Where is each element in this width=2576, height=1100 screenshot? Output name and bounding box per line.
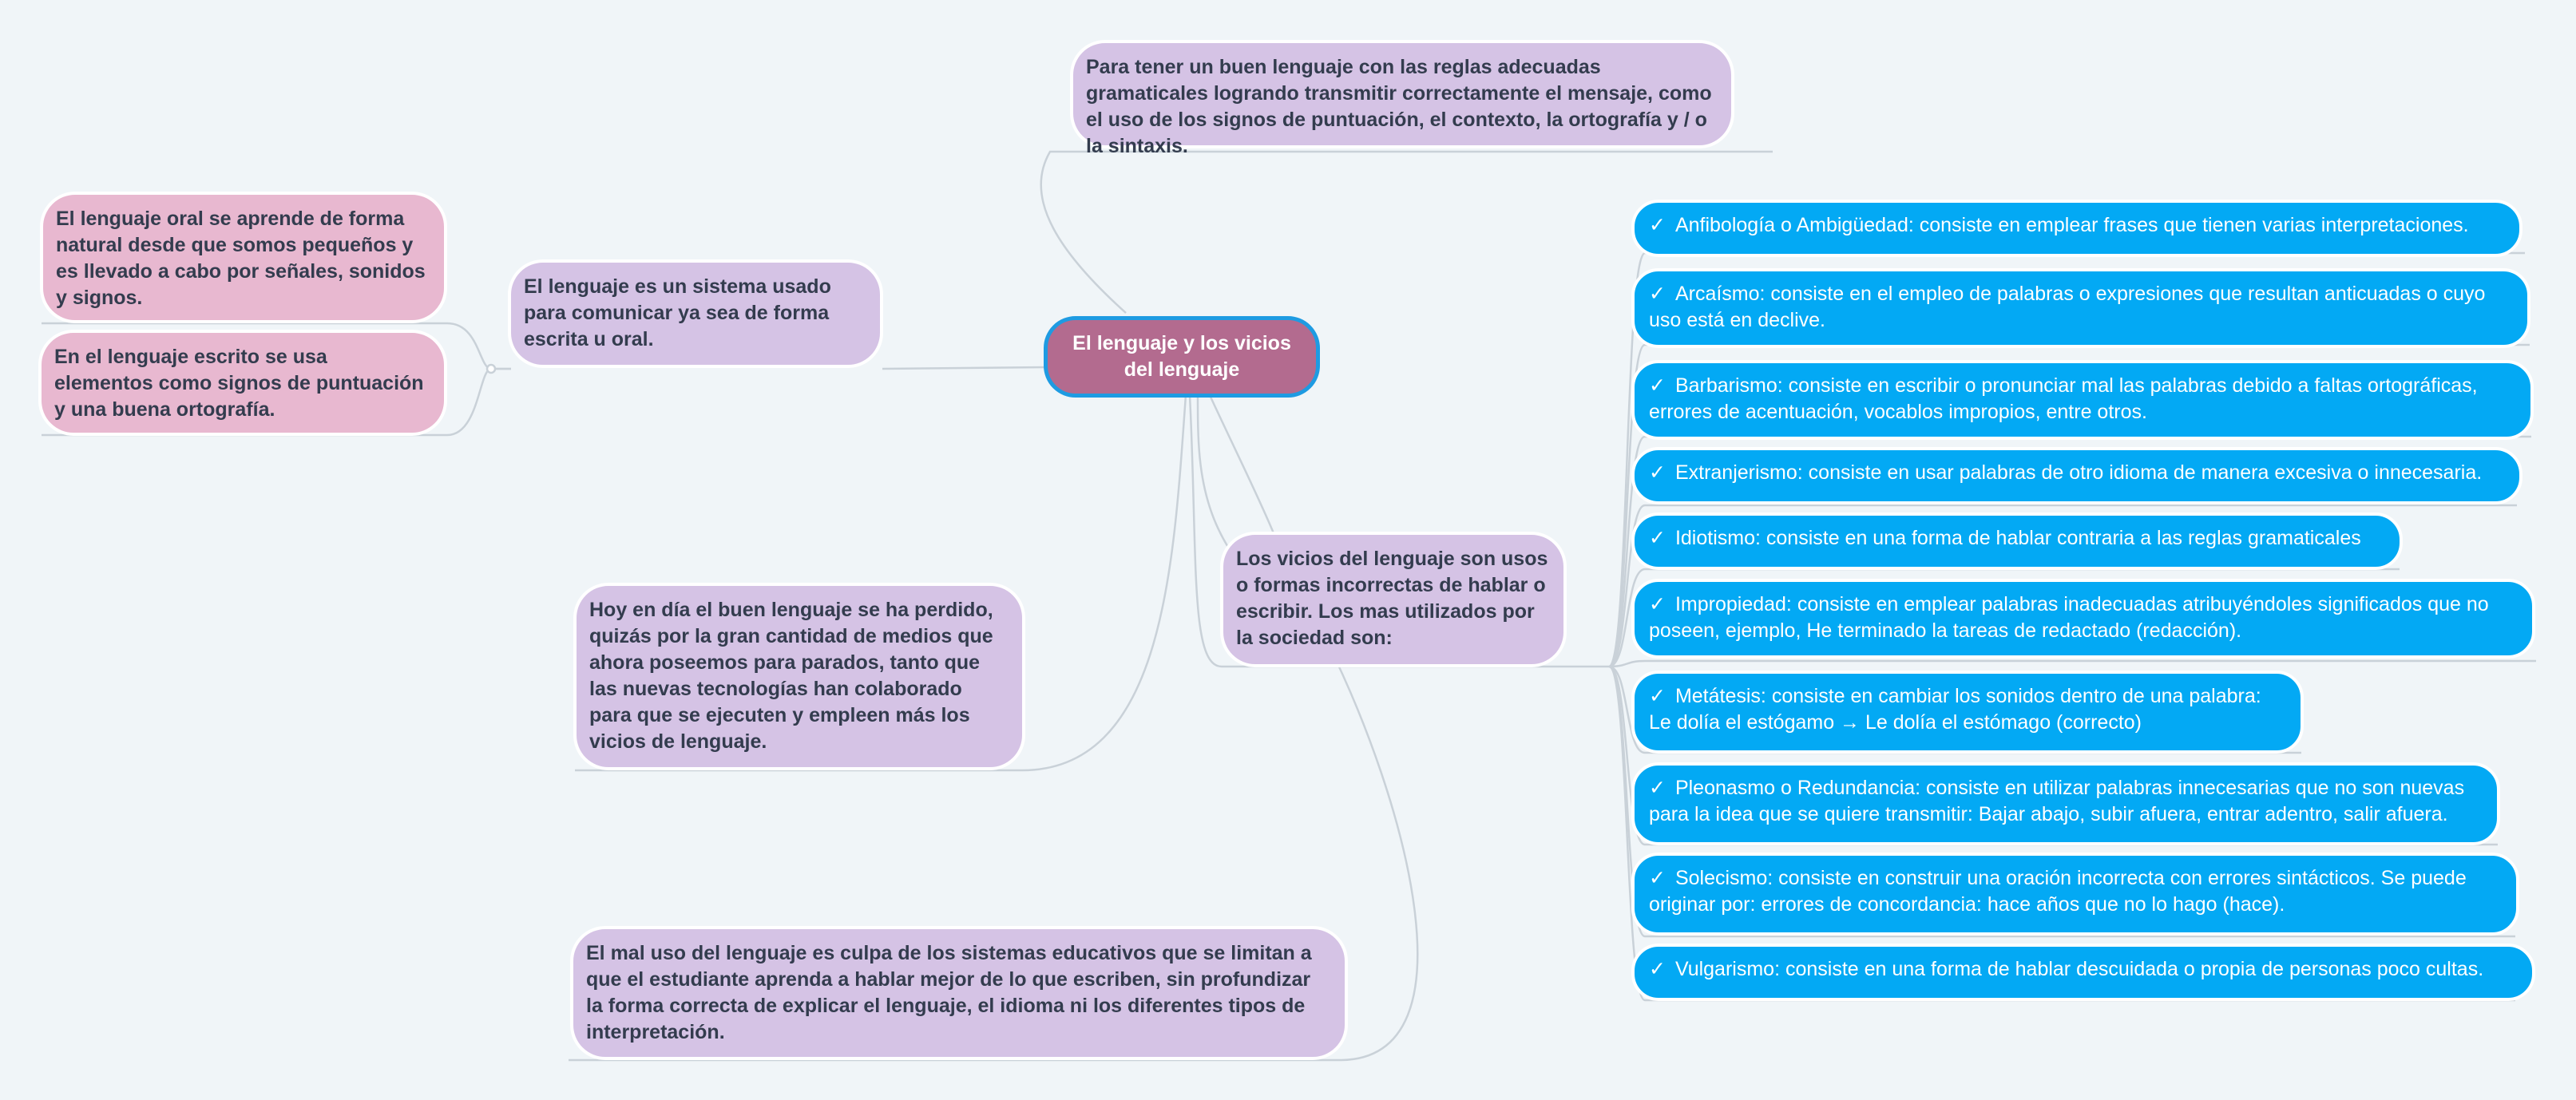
check-icon: ✓ xyxy=(1649,685,1666,707)
link-vices-under xyxy=(1188,394,1609,668)
check-icon: ✓ xyxy=(1649,593,1666,615)
check-icon: ✓ xyxy=(1649,958,1666,980)
vice-item-3[interactable]: ✓ Extranjerismo: consiste en usar palabra… xyxy=(1631,447,2522,504)
vice-item-8[interactable]: ✓Solecismo: consiste en construir una or… xyxy=(1631,853,2519,936)
link-misuse xyxy=(569,394,1419,1062)
link-vice-7 xyxy=(1608,665,2498,846)
check-icon: ✓ xyxy=(1649,461,1666,484)
vice-item-9[interactable]: ✓ Vulgarismo: consiste en una forma de ha… xyxy=(1631,944,2535,1001)
link-vice-5 xyxy=(1608,659,2536,668)
vices-intro-node[interactable]: Los vicios del lenguaje son usos o forma… xyxy=(1220,532,1567,667)
written-language-node[interactable]: En el lenguaje escrito se usa elementos … xyxy=(38,330,447,436)
branch-junction-left xyxy=(485,363,497,374)
vice-text: Vulgarismo: consiste en una forma de hab… xyxy=(1674,958,2484,980)
link-definition xyxy=(882,366,1047,370)
check-icon: ✓ xyxy=(1649,867,1666,889)
vice-text: Solecismo: consiste en construir una ora… xyxy=(1649,867,2467,916)
link-top-note xyxy=(1040,150,1773,314)
link-vice-4 xyxy=(1608,568,2400,668)
link-vice-3 xyxy=(1608,504,2517,668)
vice-item-7[interactable]: ✓Pleonasmo o Redundancia: consiste en ut… xyxy=(1631,762,2500,845)
vice-text: Extranjerismo: consiste en usar palabras… xyxy=(1674,461,2483,484)
central-topic-label: El lenguaje y los vicios del lenguaje xyxy=(1072,332,1291,381)
oral-language-node[interactable]: El lenguaje oral se aprende de forma nat… xyxy=(40,192,447,323)
vice-item-4[interactable]: ✓ Idiotismo: consiste en una forma de hab… xyxy=(1631,512,2403,570)
definition-node[interactable]: El lenguaje es un sistema usado para com… xyxy=(508,259,883,368)
vice-text: Metátesis: consiste en cambiar los sonid… xyxy=(1649,685,2261,734)
vice-item-0[interactable]: ✓ Anfibología o Ambigüedad: consiste en e… xyxy=(1631,200,2522,257)
vice-text: Arcaísmo: consiste en el empleo de palab… xyxy=(1649,283,2486,331)
vice-text: Pleonasmo o Redundancia: consiste en uti… xyxy=(1649,777,2465,825)
vice-text: Barbarismo: consiste en escribir o pronu… xyxy=(1649,374,2478,423)
central-topic[interactable]: El lenguaje y los vicios del lenguaje xyxy=(1044,316,1320,398)
vice-item-1[interactable]: ✓Arcaísmo: consiste en el empleo de pala… xyxy=(1631,268,2530,348)
check-icon: ✓ xyxy=(1649,527,1666,549)
top-note-node[interactable]: Para tener un buen lenguaje con las regl… xyxy=(1070,40,1734,157)
vice-item-5[interactable]: ✓Impropiedad: consiste en emplear palabr… xyxy=(1631,579,2535,659)
link-lost xyxy=(575,394,1187,772)
vice-text: Idiotismo: consiste en una forma de habl… xyxy=(1674,527,2361,549)
vice-item-2[interactable]: ✓Barbarismo: consiste en escribir o pron… xyxy=(1631,360,2534,440)
vice-item-6[interactable]: ✓Metátesis: consiste en cambiar los soni… xyxy=(1631,671,2304,754)
link-vices-intro xyxy=(1208,394,1275,534)
vice-text: Anfibología o Ambigüedad: consiste en em… xyxy=(1674,214,2469,236)
link-vice-6 xyxy=(1608,665,2301,754)
lost-language-node[interactable]: Hoy en día el buen lenguaje se ha perdid… xyxy=(573,583,1025,770)
check-icon: ✓ xyxy=(1649,777,1666,799)
check-icon: ✓ xyxy=(1649,283,1666,305)
link-vice-1 xyxy=(1608,343,2530,668)
check-icon: ✓ xyxy=(1649,214,1666,236)
check-icon: ✓ xyxy=(1649,374,1666,397)
link-vice-2 xyxy=(1608,435,2531,668)
vice-text: Impropiedad: consiste en emplear palabra… xyxy=(1649,593,2489,642)
misuse-node[interactable]: El mal uso del lenguaje es culpa de los … xyxy=(570,926,1348,1060)
